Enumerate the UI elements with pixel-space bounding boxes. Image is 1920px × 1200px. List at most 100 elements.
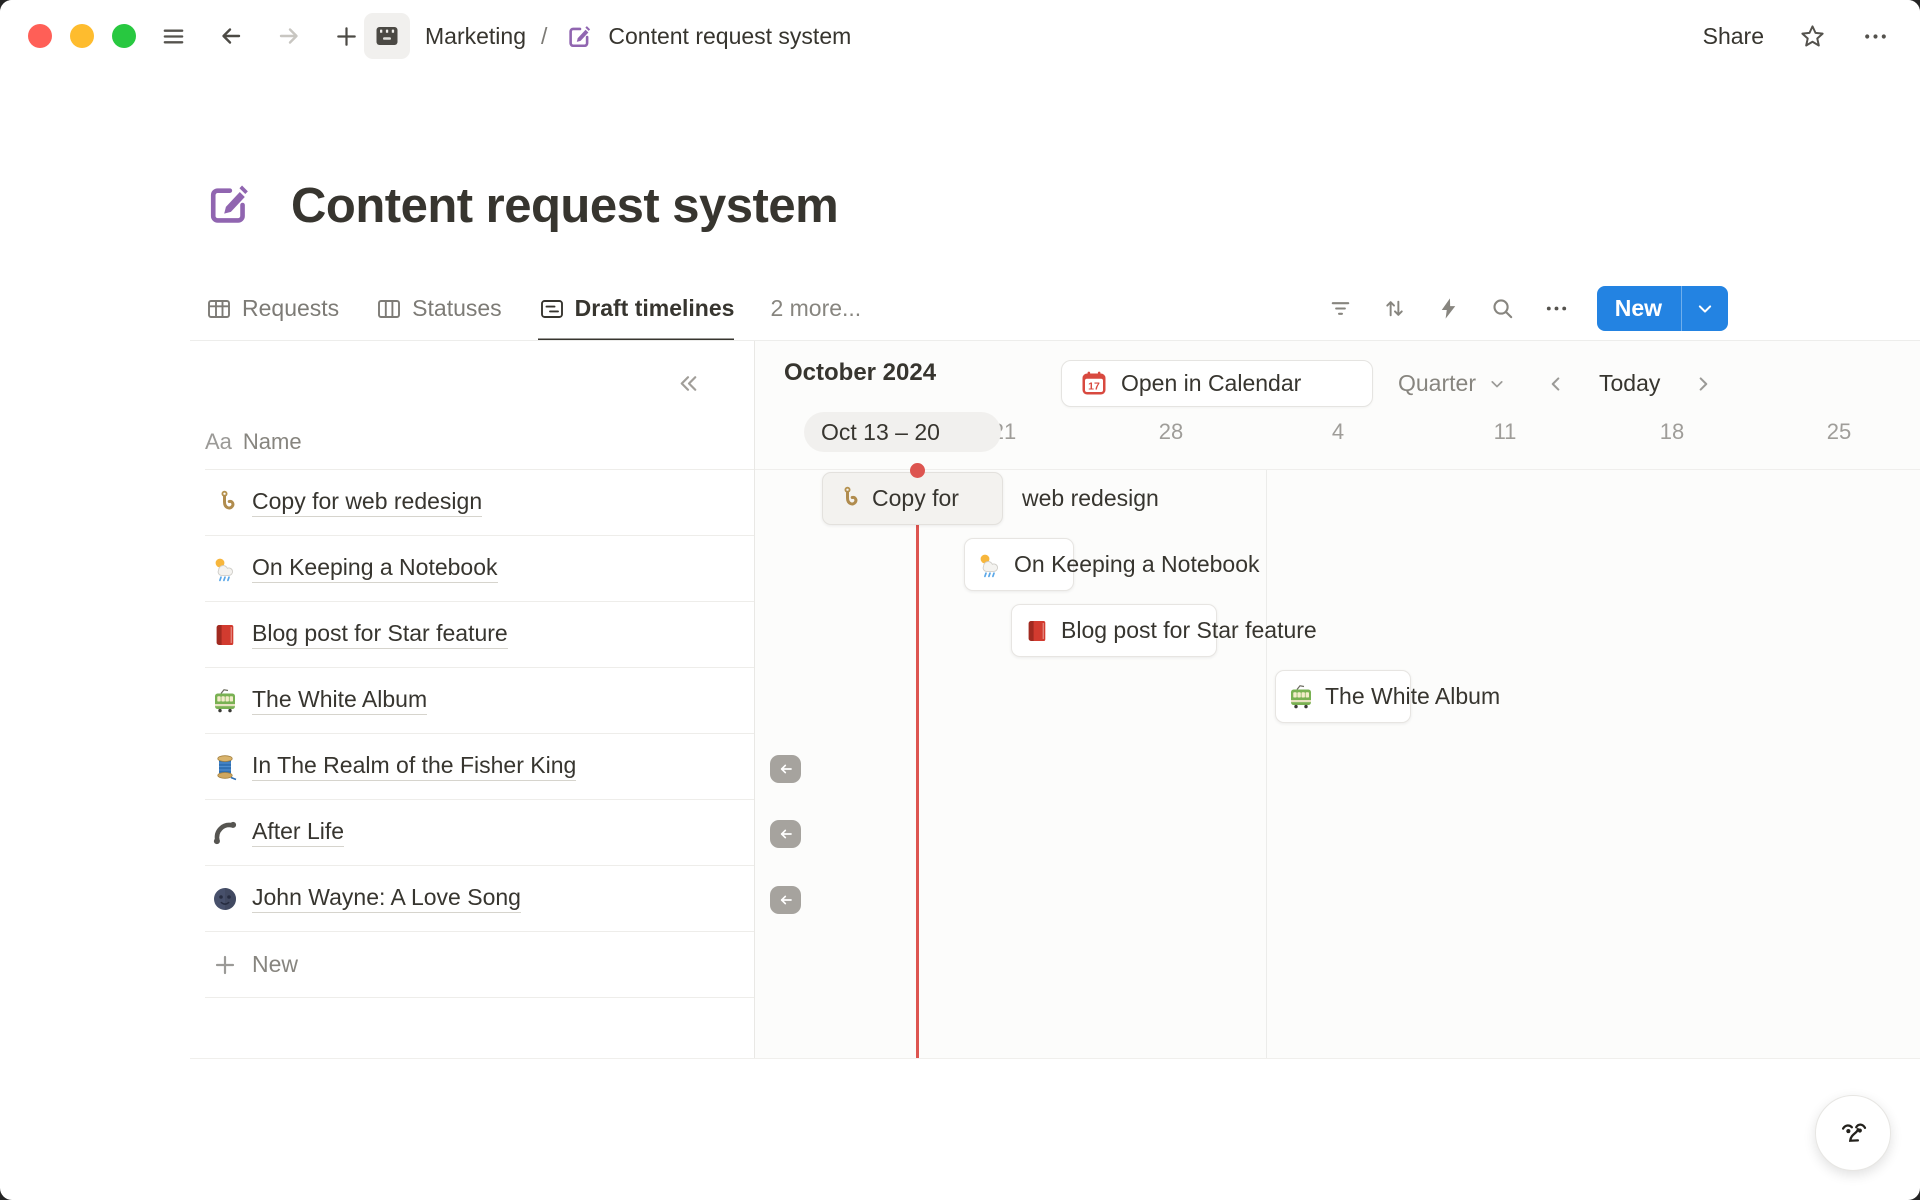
new-button[interactable]: New — [1596, 286, 1728, 331]
timeline-view-icon — [538, 295, 566, 323]
calendar-17-icon — [1080, 370, 1108, 398]
favorite-star-icon[interactable] — [1798, 22, 1827, 51]
book-icon — [211, 621, 239, 649]
forward-icon[interactable] — [275, 22, 303, 50]
timeline-zoom-select[interactable]: Quarter — [1398, 360, 1509, 407]
tab-draft-timelines[interactable]: Draft timelines — [538, 276, 734, 341]
notion-face-icon — [1836, 1116, 1871, 1151]
view-tabbar: Requests Statuses Draft timelines 2 more… — [0, 276, 1920, 341]
next-period-chevron-icon[interactable] — [1690, 371, 1716, 397]
tab-statuses[interactable]: Statuses — [375, 276, 502, 341]
timeline-card-the-white-album[interactable]: The White Album — [1287, 670, 1500, 723]
back-icon[interactable] — [217, 22, 245, 50]
scroll-left-to-item-button[interactable] — [770, 886, 801, 914]
minimize-window-button[interactable] — [70, 24, 94, 48]
new-row-button[interactable]: New — [205, 932, 754, 998]
name-column-header[interactable]: Aa Name — [205, 429, 302, 454]
row-title[interactable]: John Wayne: A Love Song — [252, 884, 521, 913]
axis-date-label: 4 — [1331, 419, 1345, 444]
row-title[interactable]: The White Album — [252, 686, 428, 715]
hook-icon — [211, 489, 239, 517]
timeline-card-blog-post-for-star-feature[interactable]: Blog post for Star feature — [1023, 604, 1317, 657]
new-button-divider — [1681, 286, 1682, 331]
page-title[interactable]: Content request system — [291, 179, 839, 233]
search-icon[interactable] — [1489, 295, 1516, 322]
red-book-icon — [1023, 617, 1051, 645]
filter-icon[interactable] — [1327, 295, 1354, 322]
sidebar-menu-icon[interactable] — [160, 23, 187, 50]
row-title[interactable]: In The Realm of the Fisher King — [252, 752, 577, 781]
table-row: After Life — [205, 800, 754, 866]
card-box-icon — [373, 22, 401, 50]
sort-icon[interactable] — [1381, 295, 1408, 322]
view-options-icon[interactable] — [1543, 295, 1570, 322]
arrow-left-icon — [776, 890, 796, 910]
row-title[interactable]: Copy for web redesign — [252, 488, 483, 517]
phone-icon — [211, 819, 239, 847]
table-row: The White Album — [205, 668, 754, 734]
chevron-down-icon — [1485, 372, 1509, 396]
scroll-left-to-item-button[interactable] — [770, 755, 801, 783]
table-view-icon — [205, 295, 233, 323]
row-title[interactable]: After Life — [252, 818, 345, 847]
new-dropdown-chevron-icon[interactable] — [1682, 297, 1728, 321]
table-rows: Copy for web redesign On Keeping a Noteb… — [205, 469, 754, 998]
axis-date-label: 25 — [1826, 419, 1852, 444]
timeline-header-divider — [755, 469, 1920, 470]
timeline-card-copy-for-web-redesign[interactable]: Copy for web redesign — [834, 472, 1159, 525]
timeline-bar-on-keeping-a-notebook[interactable] — [964, 538, 1074, 591]
thread-icon — [211, 753, 239, 781]
tabbar-divider — [190, 340, 1920, 341]
arrow-left-icon — [776, 759, 796, 779]
automation-bolt-icon[interactable] — [1435, 295, 1462, 322]
table-panel: Aa Name Copy for web redesign On Keeping… — [190, 341, 754, 1058]
axis-date-label: 28 — [1158, 419, 1184, 444]
drag-date-range-pill: Oct 13 – 20 — [804, 412, 1001, 452]
titlebar: Marketing / Content request system Share — [0, 0, 1920, 72]
board-view-icon — [375, 295, 403, 323]
new-button-label[interactable]: New — [1614, 295, 1662, 321]
table-row: In The Realm of the Fisher King — [205, 734, 754, 800]
timeline-bar-blog-post-for-star-feature[interactable] — [1011, 604, 1217, 657]
collapse-table-icon[interactable] — [674, 369, 703, 398]
compose-page-icon — [566, 23, 593, 50]
breadcrumb-separator: / — [540, 22, 548, 49]
tab-requests[interactable]: Requests — [205, 276, 339, 341]
share-button[interactable]: Share — [1702, 22, 1764, 49]
today-button[interactable]: Today — [1599, 370, 1661, 396]
moon-icon — [211, 885, 239, 913]
sun-behind-rain-cloud-icon — [976, 551, 1004, 579]
timeline-card-on-keeping-a-notebook[interactable]: On Keeping a Notebook — [976, 538, 1260, 591]
plus-icon — [211, 951, 239, 979]
axis-date-label: 18 — [1659, 419, 1685, 444]
today-dot — [910, 463, 925, 478]
tram-icon — [1287, 683, 1315, 711]
zoom-window-button[interactable] — [112, 24, 136, 48]
panel-divider[interactable] — [754, 341, 755, 1058]
breadcrumb-workspace[interactable]: Marketing — [425, 22, 526, 49]
scroll-left-to-item-button[interactable] — [770, 820, 801, 848]
more-options-icon[interactable] — [1861, 22, 1890, 51]
close-window-button[interactable] — [28, 24, 52, 48]
new-page-plus-icon[interactable] — [333, 23, 360, 50]
notion-ai-button[interactable] — [1815, 1095, 1891, 1171]
timeline-month-label: October 2024 — [784, 359, 937, 386]
tab-more-views[interactable]: 2 more... — [770, 295, 862, 321]
timeline-bar-copy-for-web-redesign[interactable] — [822, 472, 1003, 525]
row-title[interactable]: On Keeping a Notebook — [252, 554, 498, 583]
open-in-calendar-button[interactable]: Open in Calendar — [1061, 360, 1373, 407]
breadcrumb: Marketing / Content request system — [364, 0, 851, 72]
row-title[interactable]: Blog post for Star feature — [252, 620, 508, 649]
workspace-page-icon[interactable] — [364, 13, 410, 59]
table-row: Blog post for Star feature — [205, 602, 754, 668]
today-line — [916, 476, 919, 1058]
page-compose-icon[interactable] — [205, 180, 253, 228]
hook-icon — [834, 485, 862, 513]
view-bottom-divider — [190, 1058, 1920, 1059]
prev-period-chevron-icon[interactable] — [1543, 371, 1569, 397]
table-row: Copy for web redesign — [205, 470, 754, 536]
breadcrumb-page[interactable]: Content request system — [608, 22, 852, 49]
text-property-icon: Aa — [205, 429, 232, 454]
timeline-panel: October 2024 Open in Calendar Quarter To… — [755, 341, 1920, 1058]
